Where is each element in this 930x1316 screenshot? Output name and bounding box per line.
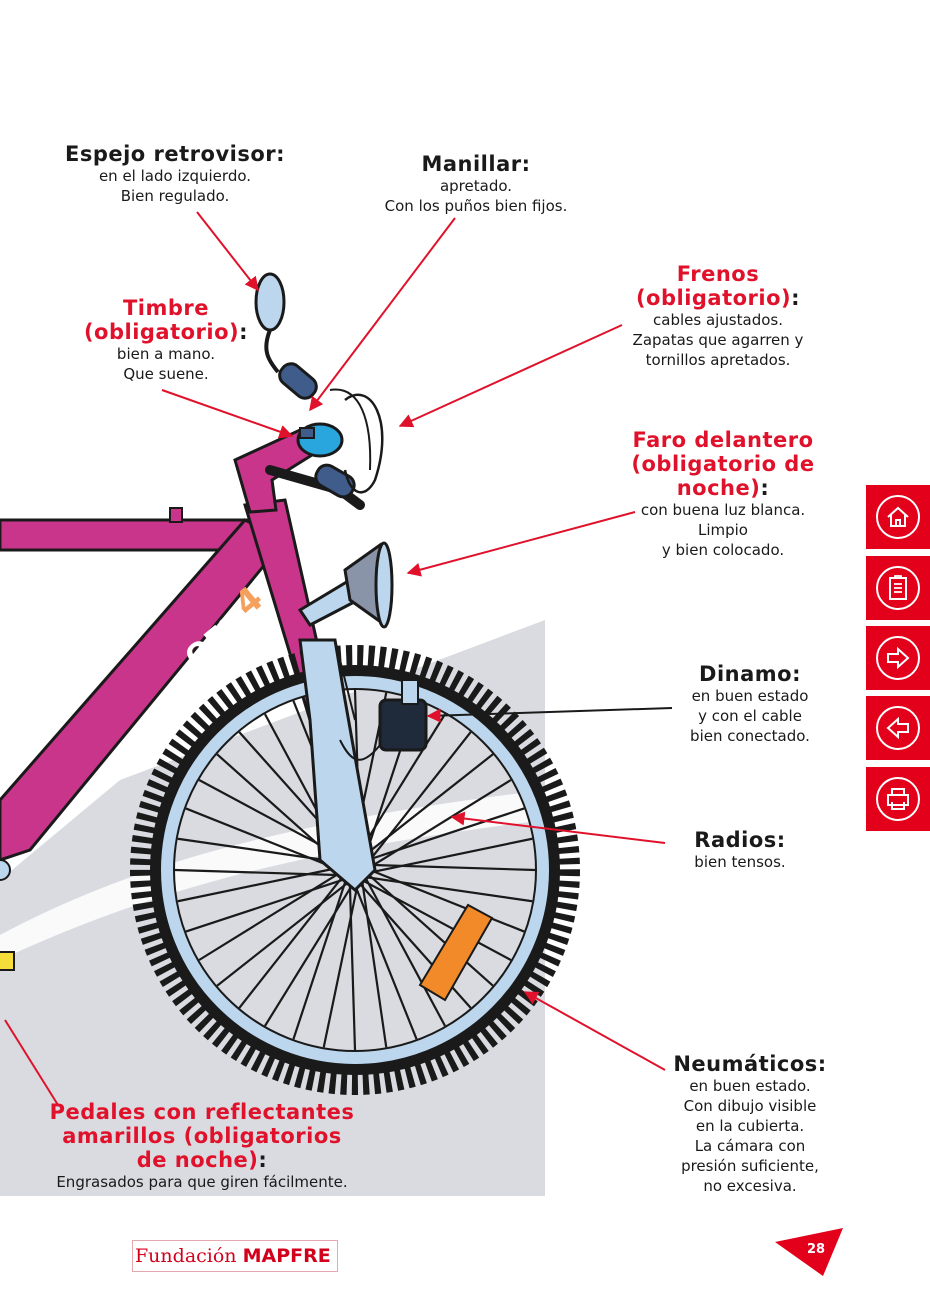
label-frenos-title: Frenos (obligatorio) [635,262,792,310]
bell [296,422,344,458]
wheel-spoke [363,807,525,863]
label-pedales: Pedales con reflectantes amarillos (obli… [24,1100,380,1192]
wheel-spoke [348,880,357,1051]
label-espejo-desc: en el lado izquierdo. Bien regulado. [98,167,252,205]
footer-brand-bold: MAPFRE [242,1245,331,1267]
spoke-reflector [418,903,494,1002]
wheel-spoke [185,807,344,873]
label-manillar-desc: apretado. Con los puños bien fijos. [384,177,568,215]
page-number: 28 [806,1242,826,1257]
wheel-spoke [364,875,533,903]
label-timbre: Timbre (obligatorio): bien a mano. Que s… [66,296,266,384]
wheel-spoke [352,881,418,1040]
label-manillar: Manillar: apretado. Con los puños bien f… [356,152,596,216]
label-espejo-title: Espejo retrovisor: [64,142,286,166]
nav-index-button[interactable] [866,556,930,620]
label-pedales-title: Pedales con reflectantes amarillos (obli… [49,1100,355,1172]
label-timbre-title: Timbre (obligatorio) [83,296,240,344]
label-manillar-title: Manillar: [421,152,531,176]
wheel-spoke [359,753,494,860]
label-espejo: Espejo retrovisor: en el lado izquierdo.… [60,142,290,206]
dynamo [339,679,428,761]
label-pedales-colon: : [258,1148,268,1172]
label-faro-title: Faro delantero (obligatorio de noche) [631,428,815,500]
wheel-spoke [174,868,345,877]
wheel-spoke [264,881,356,1027]
label-dinamo: Dinamo: en buen estado y con el cable bi… [660,662,840,746]
wheel-spoke [366,779,512,871]
wheel-spoke [177,837,346,865]
wheel-spoke [354,713,446,859]
footer-brand-logo: Fundación MAPFRE [132,1240,338,1272]
wheel-spoke [366,867,525,933]
label-timbre-colon: : [239,320,249,344]
label-frenos: Frenos (obligatorio): cables ajustados. … [606,262,830,370]
wheel-spoke [363,876,446,1027]
pedal [0,859,15,971]
next-icon [887,646,910,670]
footer-brand-light: Fundación [135,1245,237,1267]
index-icon [889,575,907,600]
label-pedales-desc: Engrasados para que giren fácilmente. [56,1173,348,1191]
label-dinamo-desc: en buen estado y con el cable bien conec… [690,687,810,745]
wheel-spoke [365,872,494,987]
wheel-spoke [361,878,512,961]
wheel-spoke [198,869,344,961]
label-dinamo-title: Dinamo: [699,662,801,686]
label-timbre-desc: bien a mano. Que suene. [116,345,216,383]
print-icon [887,788,909,810]
label-radios: Radios: bien tensos. [670,828,810,872]
label-faro-colon: : [760,476,770,500]
headlight [297,541,394,629]
nav-home-button[interactable] [866,485,930,549]
label-frenos-desc: cables ajustados. Zapatas que agarren y … [632,311,804,369]
label-radios-title: Radios: [694,828,786,852]
home-icon [887,506,909,527]
ground-highlight [0,790,545,960]
wheel-spoke [292,878,348,1040]
nav-previous-button[interactable] [866,696,930,760]
wheel-spoke [238,874,345,1009]
label-neumaticos-desc: en buen estado. Con dibujo visible en la… [681,1077,819,1195]
wheel-spoke [365,863,536,872]
wheel-spoke [365,731,472,866]
wheel-spoke [216,880,351,987]
label-frenos-colon: : [791,286,801,310]
wheel-spoke [185,877,347,933]
label-neumaticos-title: Neumáticos: [673,1052,827,1076]
wheel-spoke [366,837,533,875]
wheel-spoke [177,865,344,903]
fork [298,638,377,893]
nav-next-button[interactable] [866,626,930,690]
wheel-spoke [322,881,360,1048]
wheel-spoke [360,879,388,1048]
label-faro: Faro delantero (obligatorio de noche): c… [598,428,848,560]
label-radios-desc: bien tensos. [694,853,786,871]
pointer-arrows [4,211,673,1106]
previous-icon [886,716,909,740]
nav-print-button[interactable] [866,767,930,831]
page-number-badge [775,1228,843,1276]
label-faro-desc: con buena luz blanca. Limpio y bien colo… [640,501,806,559]
mirror [254,272,286,374]
label-neumaticos: Neumáticos: en buen estado. Con dibujo v… [650,1052,850,1196]
